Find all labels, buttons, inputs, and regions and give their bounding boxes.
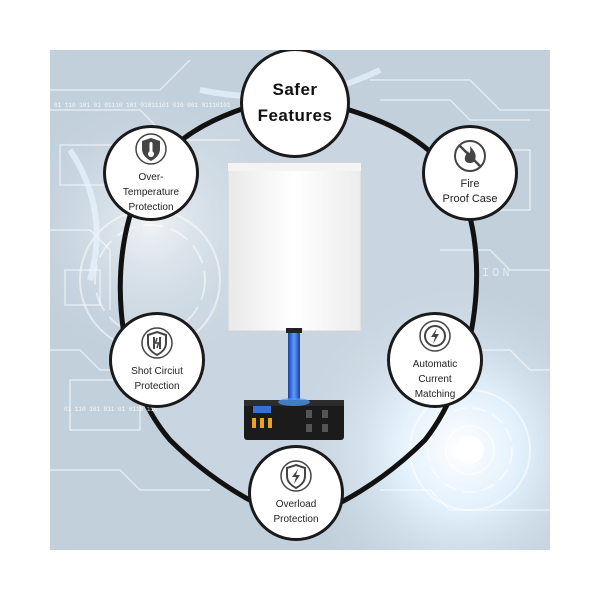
lightning-circle-icon [419,319,451,352]
feature-label-line: Protection [128,201,174,213]
feature-label-line: Matching [414,388,456,400]
no-fire-icon [454,140,486,172]
title-badge: Safer Features [240,50,350,158]
feature-label-line: Automatic [412,358,458,370]
feature-fire-proof: Fire Proof Case [422,125,518,221]
feature-label-line: Shot Circiut [131,366,183,377]
feature-over-temperature: Over- Temperature Protection [103,125,199,221]
feature-label-line: Protection [134,381,180,392]
binary-text-bottom: 01 110 101 011 01 0110 110 [64,406,158,413]
feature-label-line: Over- [138,171,164,183]
feature-label-line: Proof Case [442,193,498,205]
product-feature-panel: 01 110 101 01 01110 101 01011101 010 001… [50,50,550,550]
feature-label-line: Current [418,373,452,385]
feature-label-line: Protection [273,514,319,525]
title-line-1: Safer [272,80,318,99]
feature-short-circuit: Shot Circiut Protection [109,312,205,408]
feature-overload-protection: Overload Protection [248,445,344,541]
feature-label-line: Temperature [122,186,180,198]
title-line-2: Features [257,106,333,125]
lightning-shield-icon [280,460,312,492]
feature-label-line: Fire [460,178,480,190]
thermometer-shield-icon [135,132,167,165]
binary-text-top: 01 110 101 01 01110 101 01011101 010 001… [54,102,231,109]
circuit-shield-icon [141,327,173,359]
feature-automatic-current-matching: Automatic Current Matching [387,312,483,408]
feature-label-line: Overload [275,499,317,510]
background-mark: ION [482,266,513,280]
